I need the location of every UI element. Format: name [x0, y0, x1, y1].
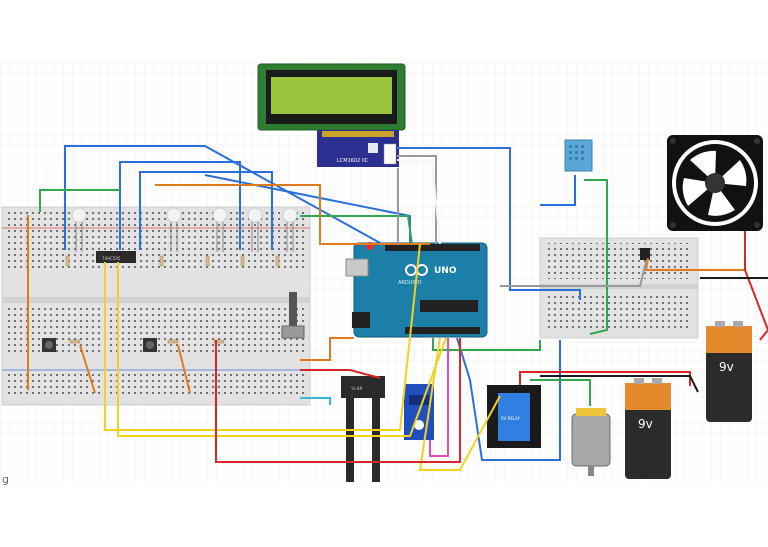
wire-green [432, 338, 541, 351]
wire-black [540, 375, 699, 393]
wire-blue [397, 147, 581, 300]
wire-orange [155, 184, 430, 245]
wire-yellow [117, 262, 447, 437]
led-row [71, 207, 298, 252]
breadboard-right [539, 237, 699, 339]
wire-gray [500, 261, 647, 287]
resistor [159, 255, 164, 267]
transistor [640, 248, 650, 260]
wire-pink [429, 338, 449, 457]
led [166, 207, 182, 252]
resistor [275, 255, 280, 267]
relay-label: 5V RELAY [501, 416, 521, 421]
arduino-brand: ARDUINO [398, 280, 422, 286]
battery-label: 9v [719, 360, 734, 374]
wire-green [584, 179, 608, 335]
resistor [213, 339, 225, 344]
battery-label: 9v [638, 417, 653, 431]
wire-gray [397, 155, 437, 244]
led [71, 207, 87, 252]
dc-motor [571, 408, 611, 476]
wire-blue [64, 145, 383, 250]
potentiometer [281, 292, 305, 339]
wires [27, 145, 768, 471]
resistor [69, 339, 81, 344]
wire-orange [79, 344, 96, 394]
wire-blue [139, 171, 273, 250]
soil-moisture-sensor: YL-69 [341, 376, 385, 482]
wire-orange [300, 337, 354, 361]
relay-module: 5V RELAY [487, 385, 541, 448]
battery: 9v [706, 321, 752, 422]
wire-green [39, 189, 120, 212]
push-buttons [42, 338, 157, 352]
led [247, 207, 263, 252]
wire-blue [456, 337, 561, 461]
digital-header [385, 244, 480, 251]
cooling-fan [667, 135, 763, 231]
wire-blue [540, 175, 576, 206]
lcd-i2c-module: LCM1602 IIC [317, 130, 399, 167]
wire-yellow [104, 243, 421, 431]
soil-sensor-label: YL-69 [350, 386, 363, 391]
wire-cyan [300, 397, 331, 405]
lcd-module-label: LCM1602 IIC [337, 158, 369, 164]
wire-red [744, 231, 768, 341]
push-button [143, 338, 157, 352]
wire-yellow [418, 337, 501, 471]
analog-header [405, 327, 480, 334]
power-jack [352, 312, 370, 328]
wire-red [300, 369, 381, 379]
led [212, 207, 228, 252]
lcd-screen [271, 77, 392, 114]
wire-green [300, 215, 413, 245]
resistor [167, 339, 179, 344]
wire-white [397, 159, 441, 245]
wire-red [215, 338, 461, 463]
resistor [65, 255, 70, 267]
shift-register-chip: 74HC595 [96, 251, 136, 263]
breadboard-left [1, 206, 311, 406]
led [282, 207, 298, 252]
wire-orange [177, 344, 191, 394]
lcd-display [257, 63, 406, 131]
resistor [205, 255, 210, 267]
arduino-uno-logo: UNO [434, 266, 457, 276]
push-button [42, 338, 56, 352]
microcontroller-chip [420, 300, 478, 312]
corner-mark: g [2, 473, 9, 486]
resistor [240, 255, 245, 267]
usb-port [345, 258, 369, 277]
battery: 9v [625, 378, 671, 479]
wire-green [530, 379, 591, 406]
wire-blue [119, 161, 241, 250]
arduino-uno: ARDUINO UNO [345, 242, 488, 338]
dht-sensor [564, 139, 593, 172]
resistors [65, 255, 280, 344]
wire-red [519, 371, 691, 386]
shift-register-label: 74HC595 [102, 256, 121, 261]
